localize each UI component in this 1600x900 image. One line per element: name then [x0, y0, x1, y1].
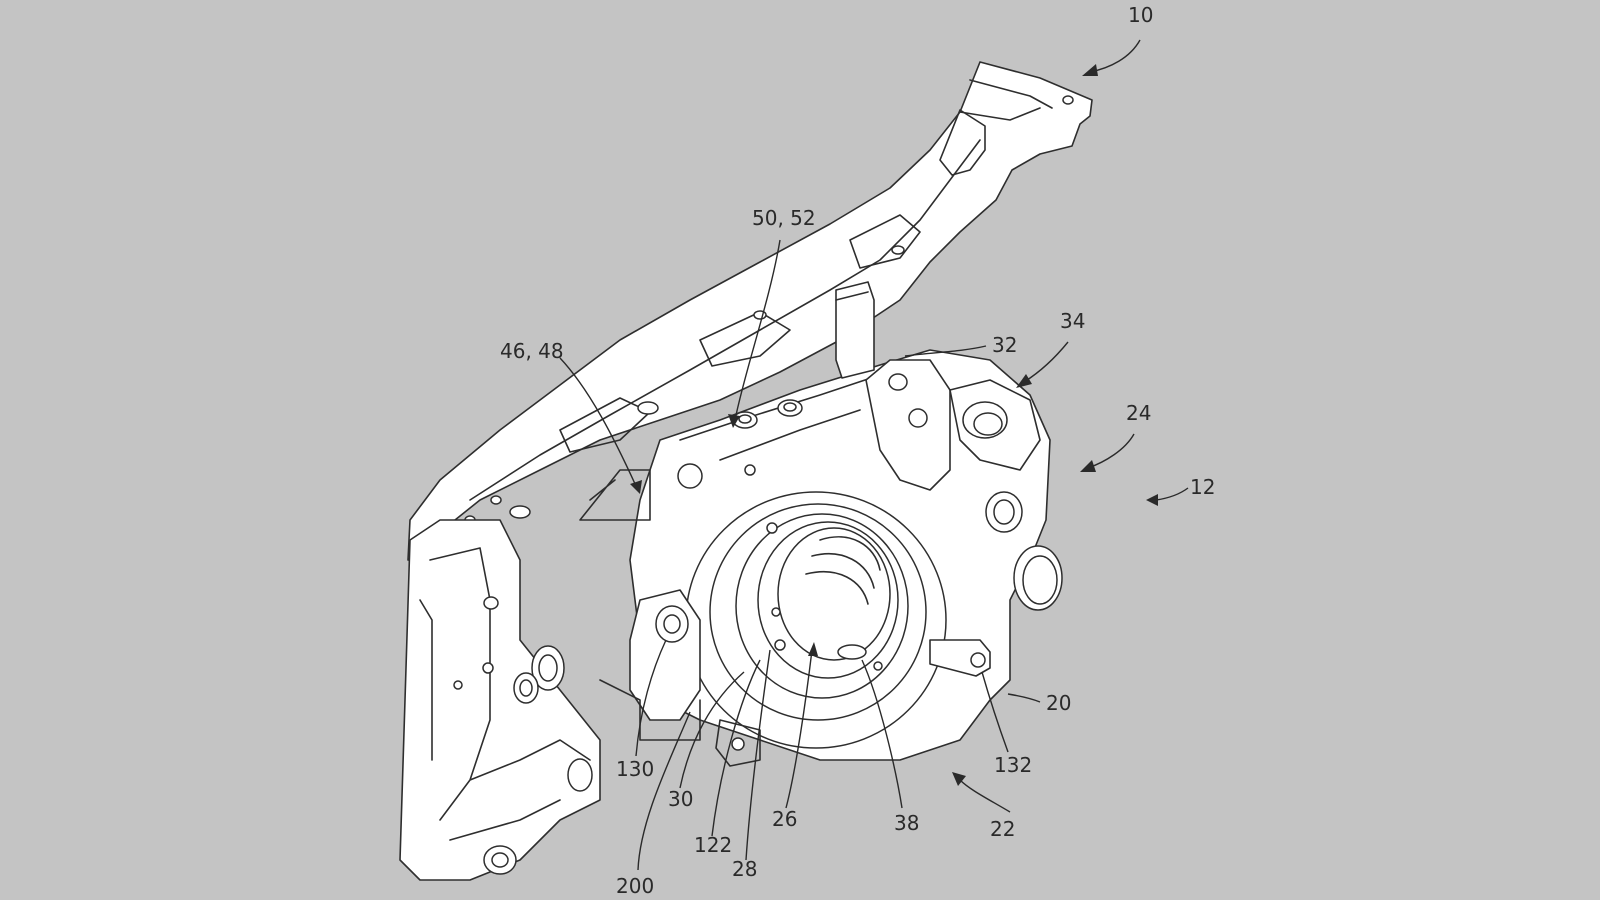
cast-web: [579, 469, 651, 521]
right-outlet-bore: [1022, 555, 1058, 605]
bore-top-hole: [766, 522, 778, 534]
leader-132: [981, 671, 1009, 753]
rail-inner-edge: [469, 79, 1053, 501]
label-32: 32: [992, 333, 1017, 357]
leader-10: [1089, 39, 1141, 73]
frame-hole-3: [453, 680, 463, 690]
frame-hole-2: [482, 662, 494, 674]
arrow-26: [808, 642, 818, 656]
arrow-34: [1016, 374, 1032, 388]
bore-rim-hole: [873, 661, 883, 671]
label-22: 22: [990, 817, 1015, 841]
label-38: 38: [894, 811, 919, 835]
side-port-inner: [973, 412, 1003, 436]
clamp-hole: [970, 652, 986, 668]
leader-12: [1155, 487, 1189, 501]
frame-foot-bore: [491, 852, 509, 868]
leader-20: [1007, 693, 1041, 703]
arrow-10: [1082, 64, 1098, 76]
leader-22: [959, 779, 1011, 813]
housing-top-bore-1: [738, 414, 752, 424]
rail-hole-6: [490, 495, 502, 505]
label-122: 122: [694, 833, 732, 857]
leader-200: [637, 711, 691, 871]
housing-small-hole: [744, 464, 756, 476]
housing-drawing: [399, 61, 1093, 881]
leader-46-48: [559, 357, 637, 487]
frame-boss-2-bore: [519, 679, 533, 697]
reference-labels: 10 50, 52 46, 48 32 34 24 12 20 132 22 3…: [500, 3, 1215, 898]
label-10: 10: [1128, 3, 1153, 27]
leader-130: [635, 639, 667, 757]
leader-38: [861, 659, 903, 809]
vertical-post: [835, 281, 875, 379]
bore-side-hole-1: [774, 639, 786, 651]
leader-28: [745, 649, 771, 861]
bore-bottom-port: [837, 644, 867, 660]
rail-pocket-4: [559, 397, 651, 453]
lower-foot: [715, 719, 761, 767]
rail-pocket-3: [699, 311, 791, 367]
arrow-12: [1146, 494, 1158, 506]
leader-26: [785, 649, 813, 809]
leader-lines: [559, 39, 1189, 871]
label-46-48: 46, 48: [500, 339, 564, 363]
upper-rail: [407, 61, 1093, 561]
leader-34: [1023, 341, 1069, 383]
flange-hole-2: [908, 408, 928, 428]
label-34: 34: [1060, 309, 1085, 333]
bore-threads: [805, 536, 881, 605]
post-rib: [835, 291, 869, 301]
frame-boss-1-bore: [538, 654, 558, 682]
rail-hole-5: [509, 505, 531, 519]
housing-side-hole: [677, 463, 703, 489]
rail-hole-2: [891, 245, 905, 255]
arrow-24: [1080, 460, 1096, 472]
rail-pocket-2: [849, 214, 921, 269]
label-20: 20: [1046, 691, 1071, 715]
label-50-52: 50, 52: [752, 206, 816, 230]
leader-24: [1087, 433, 1135, 469]
label-130: 130: [616, 757, 654, 781]
rail-hole-1: [1062, 95, 1074, 105]
leader-122: [711, 659, 761, 837]
arrow-46-48: [630, 480, 642, 494]
upper-flange: [865, 359, 951, 491]
label-24: 24: [1126, 401, 1151, 425]
label-200: 200: [616, 874, 654, 898]
flange-hole-1: [888, 373, 908, 391]
label-30: 30: [668, 787, 693, 811]
arrow-50-52: [728, 414, 740, 428]
label-132: 132: [994, 753, 1032, 777]
leader-32: [904, 345, 987, 357]
left-frame-inner: [419, 547, 591, 841]
label-12: 12: [1190, 475, 1215, 499]
frame-hole-1: [483, 596, 499, 610]
leader-30: [679, 671, 745, 789]
bore-inner: [777, 527, 891, 661]
label-26: 26: [772, 807, 797, 831]
rail-hole-4: [637, 401, 659, 415]
leader-50-52: [734, 239, 781, 421]
arrow-22: [952, 772, 966, 786]
left-frame: [399, 519, 601, 881]
rail-hole-3: [753, 310, 767, 320]
lower-foot-hole: [731, 737, 745, 751]
housing-top-bore-2: [783, 402, 797, 412]
side-boss-bore: [993, 499, 1015, 525]
rail-pocket-1: [939, 109, 986, 176]
label-28: 28: [732, 857, 757, 881]
frame-lower-boss: [567, 758, 593, 792]
bore-side-hole-2: [771, 607, 781, 617]
lower-mount-bore: [663, 614, 681, 634]
